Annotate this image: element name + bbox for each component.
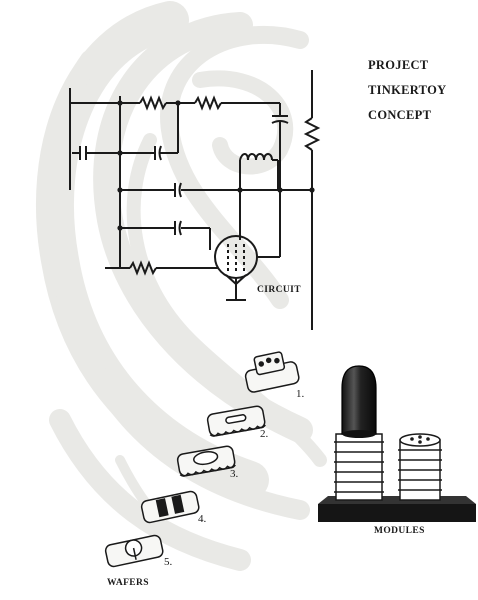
title-line-1: PROJECT: [368, 58, 429, 72]
base-plate: [318, 504, 476, 522]
capacitor-icon: [79, 146, 87, 160]
wafer-number-4: 4.: [198, 513, 207, 525]
title-line-2: TINKERTOY: [368, 83, 447, 97]
capacitor-icon: [154, 145, 162, 161]
wafer-number-2: 2.: [260, 428, 269, 440]
title-line-3: CONCEPT: [368, 108, 432, 122]
capacitor-icon: [174, 182, 182, 198]
wafer-number-3: 3.: [230, 468, 239, 480]
resistor-icon: [194, 95, 222, 111]
wafer-number-5: 5.: [164, 556, 173, 568]
resistor-icon: [303, 117, 321, 151]
inductor-icon: [239, 153, 273, 161]
swirl-background: [35, 1, 327, 571]
wafer-4: [140, 490, 200, 524]
tube-module: [334, 365, 384, 501]
wafer-number-1: 1.: [296, 388, 305, 400]
modules: [318, 365, 476, 522]
wafer-1: [244, 351, 300, 393]
resistor-icon: [139, 95, 167, 111]
resistor-icon: [129, 260, 157, 276]
capacitor-icon: [271, 115, 289, 124]
wafer-2: [206, 405, 266, 437]
wafers: [104, 351, 300, 568]
wafer-3: [176, 445, 236, 477]
modules-label: MODULES: [374, 526, 425, 536]
circuit-label: CIRCUIT: [257, 285, 301, 295]
wafer-5: [104, 534, 164, 568]
wafers-label: WAFERS: [107, 578, 149, 588]
capacitor-icon: [174, 220, 182, 236]
circuit-schematic: [69, 70, 321, 330]
vacuum-tube-icon: [341, 365, 377, 435]
empty-module: [398, 433, 442, 501]
